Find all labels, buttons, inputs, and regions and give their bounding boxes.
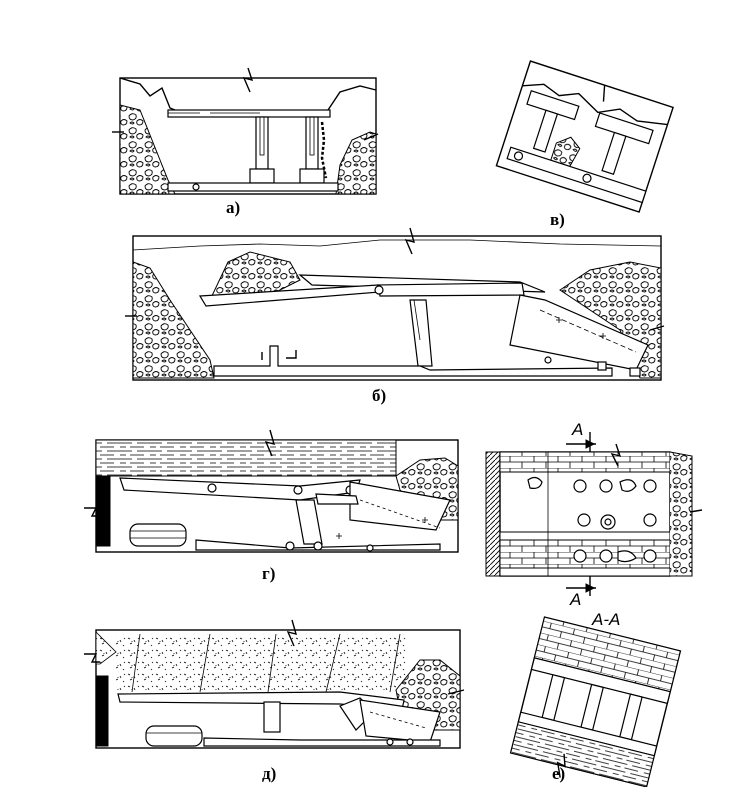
panel-v-prop-right (601, 131, 627, 176)
panel-a-prop-right (305, 116, 319, 170)
panel-g-conveyor (129, 523, 187, 547)
panel-g-roof-strata (95, 439, 397, 477)
panel-g-base (195, 539, 441, 551)
section-title: A-A (592, 610, 621, 629)
panel-g-coal-face (95, 475, 111, 547)
label-panel-b: б) (372, 386, 387, 405)
section-mark-bottom: A (570, 590, 582, 609)
panel-plan-rubble (669, 451, 693, 577)
panel-g-prop (295, 499, 323, 545)
panel-d-rock (116, 634, 406, 690)
panel-plan (485, 432, 703, 596)
panel-a-prop-left (255, 116, 269, 170)
label-panel-v: в) (550, 210, 565, 229)
panel-a (112, 67, 379, 195)
label-panel-g: г) (262, 564, 276, 583)
panel-a-base (167, 182, 339, 192)
panel-b-canopy-front (377, 282, 525, 297)
panel-e-prop-right (619, 693, 643, 741)
panel-v-frame (495, 60, 674, 213)
panel-a-chain (320, 121, 328, 179)
panel-v (495, 60, 674, 213)
panel-v-prop-left (532, 109, 559, 153)
panel-a-goaf-rubble (119, 104, 176, 195)
panel-plan-hatch (485, 451, 501, 577)
label-panel-e: е) (552, 764, 566, 783)
panel-e-floor-strata (510, 721, 655, 787)
panel-d-conveyor (145, 725, 203, 747)
panel-d (84, 619, 465, 749)
label-panel-a: а) (226, 198, 241, 217)
section-mark-top: A (572, 420, 584, 439)
panel-a-break-mark (242, 67, 254, 93)
panel-d-base (203, 737, 441, 747)
label-panel-d: д) (262, 764, 277, 783)
panel-d-coal-face (95, 675, 109, 747)
panel-b (125, 227, 665, 381)
panel-e-prop-left (541, 674, 566, 722)
panel-e-prop-center (580, 683, 604, 731)
panel-b-shield (509, 294, 649, 371)
panel-g (84, 429, 459, 553)
panel-v-base (506, 146, 647, 204)
panel-e (509, 616, 682, 787)
panel-b-goaf-rubble (132, 261, 215, 379)
panel-b-base (213, 345, 613, 377)
panel-a-roof-line (119, 77, 377, 111)
panel-a-face-rubble (335, 131, 377, 195)
panel-b-prop (409, 299, 433, 367)
panel-a-canopy (167, 109, 331, 118)
panel-d-prop-left (263, 701, 281, 733)
